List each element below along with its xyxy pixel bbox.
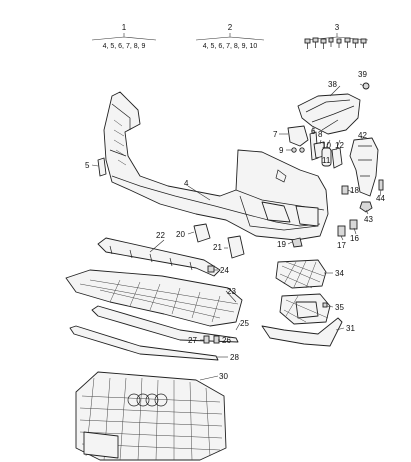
callout-38: 38: [328, 80, 337, 89]
callout-17: 17: [337, 241, 346, 250]
clip-part-27: [203, 335, 210, 344]
callout-9: 9: [279, 146, 284, 155]
callout-20: 20: [176, 230, 185, 239]
bracket-part-42: [349, 137, 379, 197]
clip-part-12: [331, 147, 343, 169]
bracket-part-7: [287, 125, 309, 147]
header-group-2-sub: 4, 5, 6, 7, 8, 9, 10: [203, 43, 258, 50]
header-group-3: 3: [304, 23, 369, 49]
underbody-tray-23: [65, 269, 243, 327]
header-group-1-number: 1: [122, 23, 127, 32]
spoiler-part-25: [91, 305, 239, 343]
callout-25: 25: [240, 319, 249, 328]
cover-part-21: [227, 235, 245, 259]
header-group-1-sub: 4, 5, 6, 7, 8, 9: [103, 43, 146, 50]
callout-23: 23: [227, 287, 236, 296]
callout-24: 24: [220, 266, 229, 275]
callout-31: 31: [346, 324, 355, 333]
strip-part-22: [97, 237, 221, 277]
callout-27: 27: [188, 336, 197, 345]
header-group-3-number: 3: [335, 23, 340, 32]
screw-part-44: [378, 179, 384, 191]
clip-part-16: [349, 219, 358, 230]
callout-10: 10: [322, 141, 331, 150]
callout-16: 16: [350, 234, 359, 243]
header-group-1: 1 4, 5, 6, 7, 8, 9: [91, 23, 157, 50]
callout-labels: 4 5 6 7 8 9 10 11 12 16 17 18 19 20 21 2…: [85, 70, 385, 381]
callout-22: 22: [156, 231, 165, 240]
callout-34: 34: [335, 269, 344, 278]
callout-35: 35: [335, 303, 344, 312]
callout-11: 11: [322, 156, 331, 165]
fog-lamp-grille-35: [279, 293, 331, 325]
bumper-cover: [103, 91, 329, 241]
callout-21: 21: [213, 243, 222, 252]
leader-lines: [91, 83, 382, 381]
callout-28: 28: [230, 353, 239, 362]
callout-39: 39: [358, 70, 367, 79]
four-rings-emblem-icon: [127, 393, 168, 407]
callout-18: 18: [350, 186, 359, 195]
callout-4: 4: [184, 179, 189, 188]
callout-7: 7: [273, 130, 278, 139]
clip-part-19: [291, 237, 303, 248]
callout-43: 43: [364, 215, 373, 224]
clip-part-26: [213, 335, 220, 344]
grille-insert-34: [275, 259, 327, 289]
trim-strip-28: [69, 325, 219, 361]
sensor-part-11: [321, 147, 332, 167]
callout-6: 6: [311, 127, 316, 136]
callout-12: 12: [335, 141, 344, 150]
clip-part-35-pin: [322, 302, 328, 308]
bracket-part-38: [297, 93, 361, 135]
callout-44: 44: [376, 194, 385, 203]
nut-part-43: [359, 201, 373, 213]
clip-part-24: [207, 265, 215, 273]
clip-part-5: [97, 157, 107, 177]
callout-42: 42: [358, 131, 367, 140]
clip-part-17: [337, 225, 346, 237]
callout-30: 30: [219, 372, 228, 381]
cover-part-20: [193, 223, 211, 243]
callout-19: 19: [277, 240, 286, 249]
front-grille-30: [75, 371, 227, 461]
callout-5: 5: [85, 161, 90, 170]
callout-26: 26: [222, 336, 231, 345]
screw-part-9: [291, 147, 305, 153]
callout-8: 8: [318, 130, 323, 139]
fastener-set-icon: [304, 37, 367, 49]
screw-part-39: [362, 82, 370, 90]
clip-part-18: [341, 185, 349, 195]
header-group-2: 2 4, 5, 6, 7, 8, 9, 10: [195, 23, 265, 50]
trim-part-31: [261, 317, 343, 347]
header-group-2-number: 2: [228, 23, 233, 32]
